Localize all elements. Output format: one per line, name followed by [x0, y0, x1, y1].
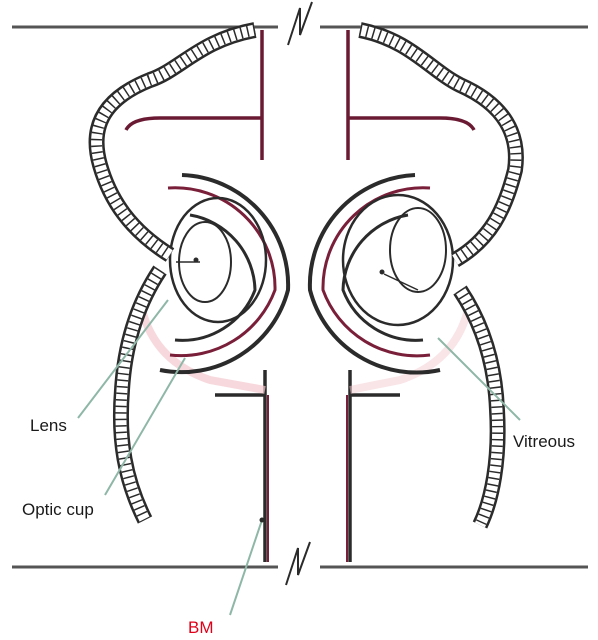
top-break-mark — [288, 2, 312, 45]
right-lens-nucleus — [390, 208, 446, 292]
central-stalk-lower-right — [350, 370, 400, 562]
vitreous-label: Vitreous — [513, 432, 575, 452]
vitreous-leader-line — [438, 338, 520, 420]
right-lens — [343, 195, 453, 325]
left-ectoderm-lower — [121, 270, 160, 520]
optic-cup-label: Optic cup — [22, 500, 94, 520]
bottom-break-mark — [286, 542, 310, 585]
left-lens — [170, 198, 266, 322]
left-ectoderm-upper — [97, 30, 255, 255]
bm-label: BM — [188, 618, 214, 638]
left-eye — [160, 175, 288, 372]
right-optic-cup-outer — [310, 175, 440, 373]
lens-label: Lens — [30, 416, 67, 436]
right-eye — [310, 175, 453, 373]
right-ectoderm-upper — [360, 30, 516, 260]
